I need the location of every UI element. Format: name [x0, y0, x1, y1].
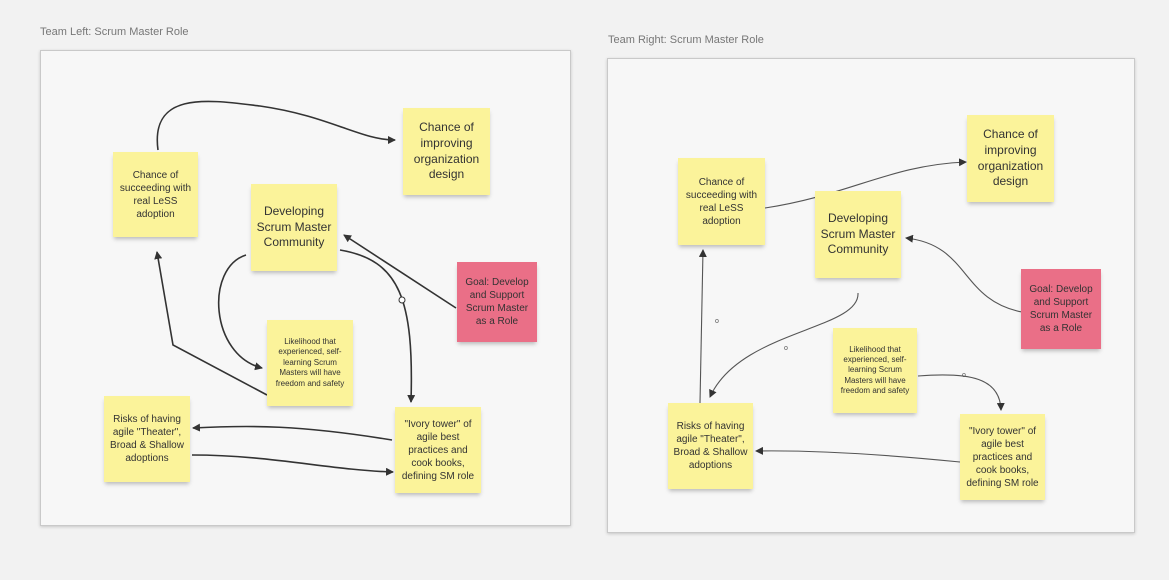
sticky-note-ivory-tower-right[interactable]: "Ivory tower" of agile best practices an…: [960, 414, 1045, 500]
sticky-note-chance-improving-right[interactable]: Chance of improving organization design: [967, 115, 1054, 202]
frame-title-team-left[interactable]: Team Left: Scrum Master Role: [40, 26, 189, 38]
sticky-note-risks-right[interactable]: Risks of having agile "Theater", Broad &…: [668, 403, 753, 489]
sticky-note-likelihood-right[interactable]: Likelihood that experienced, self-learni…: [833, 328, 917, 413]
sticky-note-chance-succeeding[interactable]: Chance of succeeding with real LeSS adop…: [113, 152, 198, 237]
sticky-note-developing-community[interactable]: Developing Scrum Master Community: [251, 184, 337, 271]
sticky-note-goal[interactable]: Goal: Develop and Support Scrum Master a…: [457, 262, 537, 342]
sticky-note-chance-succeeding-right[interactable]: Chance of succeeding with real LeSS adop…: [678, 158, 765, 245]
frame-title-team-right[interactable]: Team Right: Scrum Master Role: [608, 34, 764, 46]
sticky-note-developing-community-right[interactable]: Developing Scrum Master Community: [815, 191, 901, 278]
sticky-note-chance-improving[interactable]: Chance of improving organization design: [403, 108, 490, 195]
sticky-note-risks[interactable]: Risks of having agile "Theater", Broad &…: [104, 396, 190, 482]
sticky-note-ivory-tower[interactable]: "Ivory tower" of agile best practices an…: [395, 407, 481, 493]
sticky-note-goal-right[interactable]: Goal: Develop and Support Scrum Master a…: [1021, 269, 1101, 349]
sticky-note-likelihood[interactable]: Likelihood that experienced, self-learni…: [267, 320, 353, 406]
